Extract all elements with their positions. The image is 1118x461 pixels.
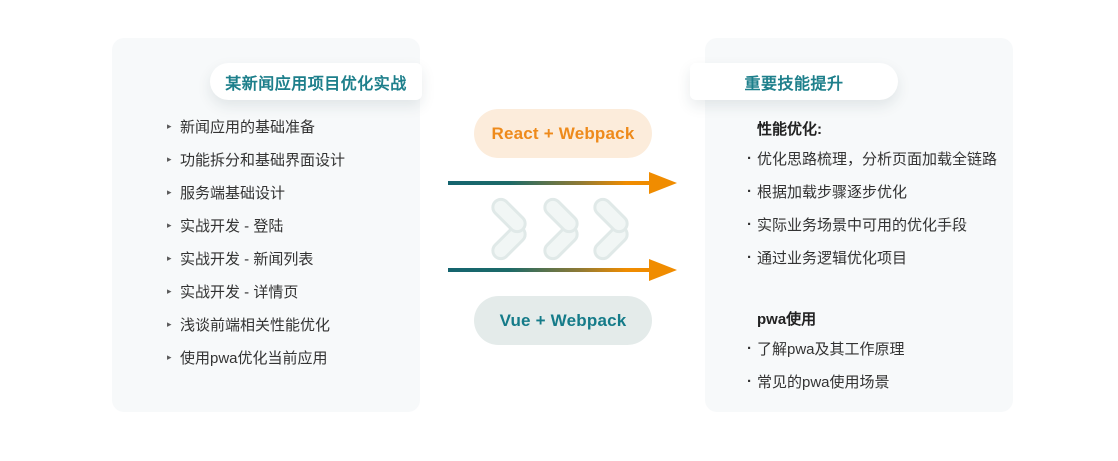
arrow-head-icon	[649, 259, 677, 281]
pwa-list: · 了解pwa及其工作原理 · 常见的pwa使用场景	[747, 338, 905, 391]
list-item: ▸ 功能拆分和基础界面设计	[167, 149, 345, 169]
dot-bullet-icon: ·	[747, 215, 752, 233]
triangle-bullet-icon: ▸	[167, 121, 172, 131]
list-item-label: 常见的pwa使用场景	[757, 373, 890, 391]
list-item: ▸ 新闻应用的基础准备	[167, 116, 345, 136]
arrow-head-icon	[649, 172, 677, 194]
list-item: ▸ 实战开发 - 登陆	[167, 215, 345, 235]
vue-webpack-label: Vue + Webpack	[499, 310, 627, 330]
list-item-label: 根据加载步骤逐步优化	[757, 183, 908, 201]
right-panel-title: 重要技能提升	[744, 75, 844, 93]
triangle-bullet-icon: ▸	[167, 286, 172, 296]
list-item: · 根据加载步骤逐步优化	[747, 181, 997, 201]
list-item: ▸ 实战开发 - 详情页	[167, 281, 345, 301]
dot-bullet-icon: ·	[747, 149, 752, 167]
list-item-label: 通过业务逻辑优化项目	[757, 249, 908, 267]
chevron-right-icon	[538, 193, 584, 265]
triangle-bullet-icon: ▸	[167, 253, 172, 263]
section-heading: 性能优化:	[757, 121, 822, 138]
arrow-line	[448, 268, 651, 272]
left-panel-title-badge: 某新闻应用项目优化实战	[210, 63, 422, 100]
list-item-label: 功能拆分和基础界面设计	[180, 151, 346, 169]
list-item: · 优化思路梳理，分析页面加载全链路	[747, 148, 997, 168]
vue-webpack-pill: Vue + Webpack	[474, 296, 652, 345]
right-panel: 性能优化: · 优化思路梳理，分析页面加载全链路 · 根据加载步骤逐步优化 · 实际业…	[705, 38, 1013, 412]
list-item-label: 服务端基础设计	[180, 184, 286, 202]
list-item-label: 新闻应用的基础准备	[180, 118, 316, 136]
list-item-label: 实战开发 - 新闻列表	[180, 250, 314, 268]
list-item: · 了解pwa及其工作原理	[747, 338, 905, 358]
list-item-label: 实际业务场景中可用的优化手段	[757, 216, 968, 234]
section-heading: pwa使用	[757, 311, 817, 328]
list-item: ▸ 使用pwa优化当前应用	[167, 347, 345, 367]
list-item-label: 优化思路梳理，分析页面加载全链路	[757, 150, 998, 168]
dot-bullet-icon: ·	[747, 372, 752, 390]
list-item: · 实际业务场景中可用的优化手段	[747, 214, 997, 234]
dot-bullet-icon: ·	[747, 248, 752, 266]
list-item-label: 实战开发 - 登陆	[180, 217, 284, 235]
dot-bullet-icon: ·	[747, 182, 752, 200]
react-webpack-pill: React + Webpack	[474, 109, 652, 158]
left-topic-list: ▸ 新闻应用的基础准备 ▸ 功能拆分和基础界面设计 ▸ 服务端基础设计 ▸ 实战开发 -…	[167, 116, 345, 367]
list-item: ▸ 浅谈前端相关性能优化	[167, 314, 345, 334]
list-item: · 通过业务逻辑优化项目	[747, 247, 997, 267]
chevron-right-icon	[486, 193, 532, 265]
performance-list: · 优化思路梳理，分析页面加载全链路 · 根据加载步骤逐步优化 · 实际业务场景中可用…	[747, 148, 997, 267]
arrow-line	[448, 181, 651, 185]
list-item: ▸ 服务端基础设计	[167, 182, 345, 202]
list-item-label: 浅谈前端相关性能优化	[180, 316, 331, 334]
list-item-label: 了解pwa及其工作原理	[757, 340, 905, 358]
triangle-bullet-icon: ▸	[167, 319, 172, 329]
left-panel: ▸ 新闻应用的基础准备 ▸ 功能拆分和基础界面设计 ▸ 服务端基础设计 ▸ 实战开发 -…	[112, 38, 420, 412]
triangle-bullet-icon: ▸	[167, 187, 172, 197]
right-panel-title-badge: 重要技能提升	[690, 63, 898, 100]
list-item: ▸ 实战开发 - 新闻列表	[167, 248, 345, 268]
dot-bullet-icon: ·	[747, 339, 752, 357]
chevron-right-icon	[588, 193, 634, 265]
list-item-label: 使用pwa优化当前应用	[180, 349, 328, 367]
triangle-bullet-icon: ▸	[167, 352, 172, 362]
triangle-bullet-icon: ▸	[167, 154, 172, 164]
react-webpack-label: React + Webpack	[491, 123, 635, 143]
list-item-label: 实战开发 - 详情页	[180, 283, 299, 301]
triangle-bullet-icon: ▸	[167, 220, 172, 230]
list-item: · 常见的pwa使用场景	[747, 371, 905, 391]
left-panel-title: 某新闻应用项目优化实战	[225, 75, 407, 93]
